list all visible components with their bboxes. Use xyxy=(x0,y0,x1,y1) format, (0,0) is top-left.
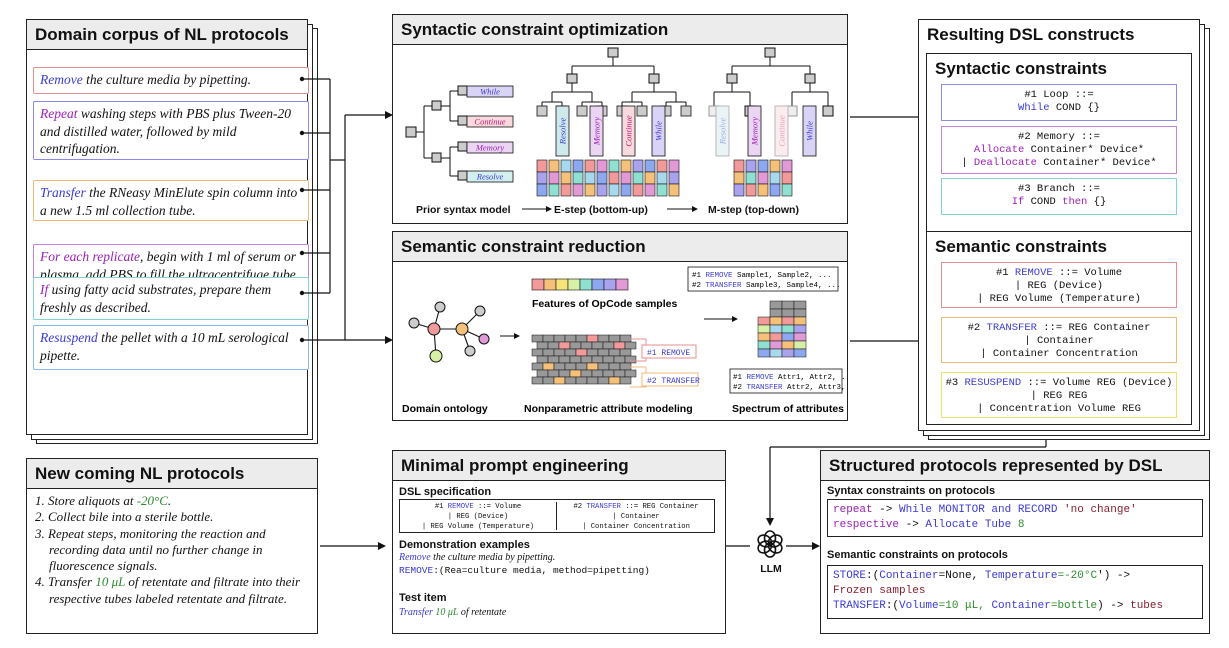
prompt-title: Minimal prompt engineering xyxy=(393,451,725,481)
semantic-title: Semantic constraint reduction xyxy=(393,232,847,262)
svg-text:#1 REMOVE Sample1, Sample2, ..: #1 REMOVE Sample1, Sample2, ... xyxy=(692,272,832,280)
mstep-bar-label: Resolve xyxy=(718,118,728,146)
prior-leaf-label: While xyxy=(480,87,500,97)
demo-nl: Remove the culture media by pipetting. xyxy=(399,552,556,563)
protocol-item: Transfer the RNeasy MinElute spin column… xyxy=(33,180,309,221)
semantic-diagram: Domain ontology Features of OpCode sampl… xyxy=(402,266,848,415)
prior-leaf-label: Memory xyxy=(475,143,505,153)
semantic-constraints-panel: Semantic constraints #1 REMOVE ::= Volum… xyxy=(926,231,1192,425)
estep-bar-label: While xyxy=(654,121,664,141)
estep-bar-label: Memory xyxy=(592,117,602,147)
protocol-item: Remove the culture media by pipetting. xyxy=(33,67,309,94)
test-item: Transfer 10 μL of retentate xyxy=(399,607,507,618)
syntactic-constraints-heading: Syntactic constraints xyxy=(927,54,1191,84)
demo-code: REMOVE:(Rea=culture media, method=pipett… xyxy=(399,565,650,576)
newcoming-item: 1. Store aliquots at -20°C. xyxy=(35,493,172,508)
newcoming-item: 3. Repeat steps, monitoring the reaction… xyxy=(35,525,266,574)
syntax-code-box: repeat -> While MONITOR and RECORD 'no c… xyxy=(827,499,1203,537)
mstep-bar-label: While xyxy=(805,121,815,141)
svg-text:#2 TRANSFER Sample3, Sample4,: #2 TRANSFER Sample3, Sample4, ... xyxy=(692,282,841,290)
newcoming-panel: New coming NL protocols 1. Store aliquot… xyxy=(26,458,318,634)
mstep-label: M-step (top-down) xyxy=(708,204,799,216)
newcoming-title: New coming NL protocols xyxy=(27,459,317,489)
structured-title: Structured protocols represented by DSL xyxy=(821,451,1209,481)
structured-panel: Structured protocols represented by DSL … xyxy=(820,450,1210,634)
features-label: Features of OpCode samples xyxy=(532,298,677,310)
protocol-item: Resuspend the pellet with a 10 mL serolo… xyxy=(33,325,309,370)
dsl-spec-table: #1 REMOVE ::= Volume | REG (Device) | RE… xyxy=(399,499,715,533)
spectrum-label: Spectrum of attributes xyxy=(732,403,844,415)
syntax-constraints-label: Syntax constraints on protocols xyxy=(827,485,996,497)
corpus-title: Domain corpus of NL protocols xyxy=(27,20,307,50)
protocol-item: If using fatty acid substrates, prepare … xyxy=(33,277,309,320)
mstep-bar-label: Memory xyxy=(750,117,760,147)
constraint-transfer: #2 TRANSFER ::= REG Container | Containe… xyxy=(941,317,1177,363)
semantic-constraints-heading: Semantic constraints xyxy=(927,232,1191,262)
mstep-bar-label: Continue xyxy=(777,115,787,146)
ontology-label: Domain ontology xyxy=(402,403,488,415)
syntactic-constraints-panel: Semantic constraints Syntactic constrain… xyxy=(926,53,1192,235)
svg-text:#1 REMOVE Attr1, Attr2, ...: #1 REMOVE Attr1, Attr2, ... xyxy=(733,374,848,382)
estep-bar-label: Continue xyxy=(624,115,634,146)
semantic-constraints-label: Semantic constraints on protocols xyxy=(827,549,1008,561)
semantic-code-box: STORE:(Container=None, Temperature=-20°C… xyxy=(827,565,1203,619)
prior-leaf-label: Resolve xyxy=(476,172,504,182)
llm-icon xyxy=(757,530,783,558)
nonparam-label: Nonparametric attribute modeling xyxy=(524,403,693,415)
resulting-title: Resulting DSL constructs xyxy=(919,20,1199,50)
tag-remove: #1 REMOVE xyxy=(647,349,690,358)
newcoming-item: 4. Transfer 10 μL of retentate and filtr… xyxy=(35,574,301,606)
estep-bar-label: Resolve xyxy=(558,118,568,146)
constraint-resuspend: #3 RESUSPEND ::= Volume REG (Device) | R… xyxy=(941,372,1177,418)
resulting-panel: Resulting DSL constructs Semantic constr… xyxy=(918,19,1200,431)
demo-label: Demonstration examples xyxy=(399,539,530,551)
constraint-memory: #2 Memory ::= Allocate Container* Device… xyxy=(941,126,1177,174)
prior-leaf-label: Continue xyxy=(474,117,505,127)
test-label: Test item xyxy=(399,592,447,604)
constraint-branch: #3 Branch ::= If COND then {} xyxy=(941,178,1177,215)
estep-label: E-step (bottom-up) xyxy=(554,204,648,216)
syntactic-title: Syntactic constraint optimization xyxy=(393,15,847,45)
brick-wall xyxy=(531,334,637,385)
protocol-item: Repeat washing steps with PBS plus Tween… xyxy=(33,101,309,160)
svg-text:#2 TRANSFER Attr2, Attr3, ...: #2 TRANSFER Attr2, Attr3, ... xyxy=(733,384,848,392)
llm-label: LLM xyxy=(760,563,782,575)
prior-syntax-label: Prior syntax model xyxy=(416,204,511,216)
corpus-panel: Domain corpus of NL protocols Remove the… xyxy=(26,19,309,435)
prompt-panel: Minimal prompt engineering DSL specifica… xyxy=(392,450,726,634)
syntactic-diagram: While Continue Memory Resolve Resolve xyxy=(405,47,834,216)
constraint-remove: #1 REMOVE ::= Volume | REG (Device) | RE… xyxy=(941,262,1177,308)
tag-transfer: #2 TRANSFER xyxy=(647,377,700,386)
dsl-spec-label: DSL specification xyxy=(399,486,492,498)
constraint-loop: #1 Loop ::= While COND {} xyxy=(941,84,1177,121)
newcoming-item: 2. Collect bile into a sterile bottle. xyxy=(35,509,214,525)
